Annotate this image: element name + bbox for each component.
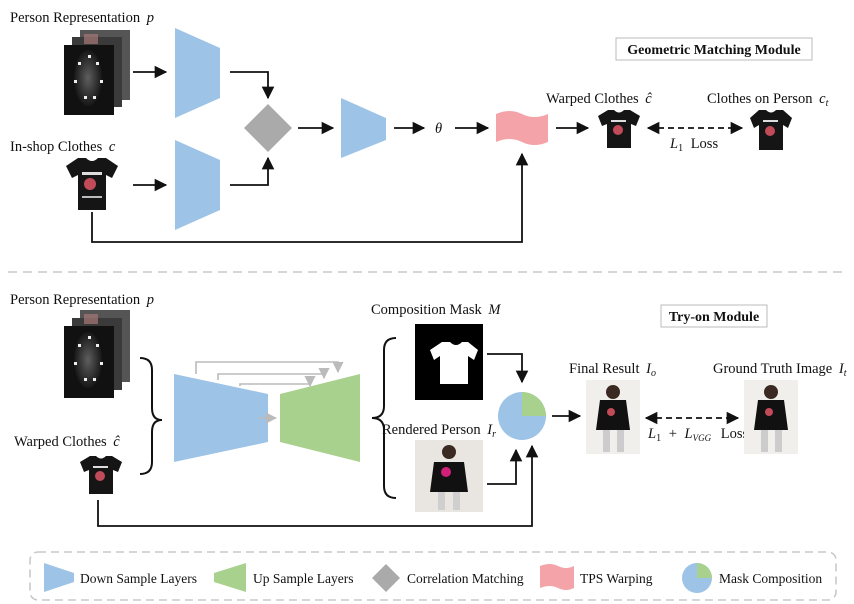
gmm-person-rep-label: Person Representation p	[10, 10, 154, 26]
tom-output-brace	[371, 337, 397, 499]
tom-final-result-image	[586, 380, 640, 454]
gmm-person-rep-image	[64, 30, 130, 115]
legend: Down Sample Layers Up Sample Layers Corr…	[29, 551, 837, 601]
tom-person-rep-image	[64, 310, 130, 398]
tom-rendered-label: Rendered Person Ir	[382, 422, 496, 440]
tom-ground-truth-image	[744, 380, 798, 454]
tom-skip-connections	[195, 361, 344, 424]
tom-composition-mask-image	[415, 324, 483, 400]
tom-person-rep-label: Person Representation p	[10, 292, 154, 308]
gmm-warped-clothes-image	[598, 110, 640, 148]
tom-mask-composition	[498, 392, 546, 440]
tom-warped-clothes-image	[80, 456, 122, 494]
gmm-section: Person Representation p In-shop Clothes …	[10, 10, 829, 243]
tom-module-title: Try-on Module	[669, 310, 759, 325]
tom-gt-label: Ground Truth Image It	[713, 361, 847, 379]
gmm-regression-network	[341, 98, 386, 158]
tom-loss-label: L1 + LVGG Loss	[647, 426, 748, 445]
tom-rendered-person-image	[415, 440, 483, 512]
legend-tps-icon	[540, 564, 574, 590]
tom-input-brace	[139, 357, 163, 475]
legend-mask-composition-label: Mask Composition	[719, 571, 822, 586]
gmm-tps-warping	[496, 111, 548, 145]
gmm-loss-label: L1 Loss	[669, 136, 718, 155]
gmm-warped-label: Warped Clothes ĉ	[546, 91, 652, 107]
tom-section: Person Representation p Warped Clothes ĉ	[10, 292, 847, 527]
gmm-title-box	[615, 37, 813, 61]
legend-box	[29, 551, 837, 601]
legend-tps-label: TPS Warping	[580, 571, 653, 586]
gmm-inshop-clothes-image	[66, 158, 118, 210]
gmm-correlation-matching	[244, 104, 292, 152]
tom-warped-label: Warped Clothes ĉ	[14, 434, 120, 450]
legend-down-sample-icon	[44, 563, 74, 592]
legend-mask-composition-icon	[682, 563, 712, 593]
tom-unet-decoder	[280, 374, 360, 462]
gmm-encoder-clothes	[175, 140, 220, 230]
gmm-theta: θ	[435, 121, 442, 137]
tom-final-label: Final Result Io	[569, 361, 656, 379]
tom-unet-encoder	[174, 374, 268, 462]
tom-title-box	[660, 304, 768, 328]
legend-correlation-label: Correlation Matching	[407, 571, 524, 586]
legend-up-sample-icon	[214, 563, 246, 592]
gmm-encoder-person	[175, 28, 220, 118]
legend-up-sample-label: Up Sample Layers	[253, 571, 353, 586]
gmm-on-person-label: Clothes on Person ct	[707, 91, 829, 109]
gmm-module-title: Geometric Matching Module	[627, 43, 800, 58]
legend-down-sample-label: Down Sample Layers	[80, 571, 197, 586]
gmm-clothes-on-person-image	[750, 110, 792, 150]
gmm-inshop-label: In-shop Clothes c	[10, 139, 116, 155]
tom-mask-label: Composition Mask M	[371, 302, 501, 318]
legend-correlation-icon	[372, 564, 400, 592]
